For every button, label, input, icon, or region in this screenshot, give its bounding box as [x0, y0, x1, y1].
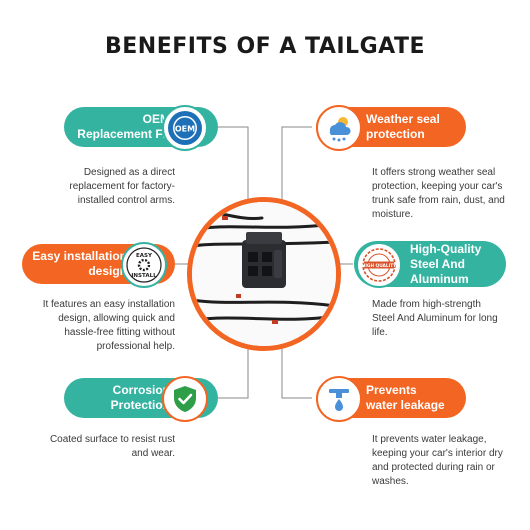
- product-image-frame: [187, 197, 341, 351]
- weather-cloud-sun-icon: [316, 105, 362, 151]
- feature-description-quality: Made from high-strength Steel And Alumin…: [372, 299, 498, 338]
- easy-install-gear-icon: EASY INSTALL: [121, 242, 167, 288]
- oem-seal-icon: OEM: [162, 105, 208, 151]
- easy-icon-text-bottom: INSTALL: [131, 273, 157, 279]
- connector-line-oem: [218, 126, 249, 215]
- feature-description-easy: It features an easy installation design,…: [42, 299, 175, 352]
- tailgate-harness-image: [192, 202, 336, 346]
- connector-line-weather: [281, 126, 312, 215]
- connector-line-corrosion: [218, 334, 249, 399]
- quality-icon-text: HIGH QUALITY: [362, 263, 397, 269]
- feature-label-water: Prevents water leakage: [366, 383, 445, 412]
- feature-label-weather: Weather seal protection: [366, 112, 440, 141]
- feature-label-oem: OEM Replacement Fit: [77, 112, 170, 141]
- page-title: BENEFITS OF A TAILGATE: [105, 34, 425, 59]
- feature-description-corrosion: Coated surface to resist rust and wear.: [49, 434, 175, 459]
- high-quality-stamp-icon: HIGH QUALITY: [356, 242, 402, 288]
- oem-icon-text: OEM: [175, 125, 195, 134]
- feature-label-corrosion: Corrosion Protection: [110, 383, 170, 412]
- shield-check-icon: [162, 376, 208, 422]
- connector-line-water: [281, 334, 312, 399]
- feature-description-water: It prevents water leakage, keeping your …: [372, 434, 503, 487]
- feature-label-easy: Easy installation design: [32, 249, 127, 278]
- feature-description-oem: Designed as a direct replacement for fac…: [69, 167, 175, 206]
- water-drop-icon: [316, 376, 362, 422]
- easy-icon-text-top: EASY: [136, 253, 153, 259]
- feature-description-weather: It offers strong weather seal protection…: [372, 167, 505, 220]
- feature-label-quality: High-Quality Steel And Aluminum: [410, 241, 482, 286]
